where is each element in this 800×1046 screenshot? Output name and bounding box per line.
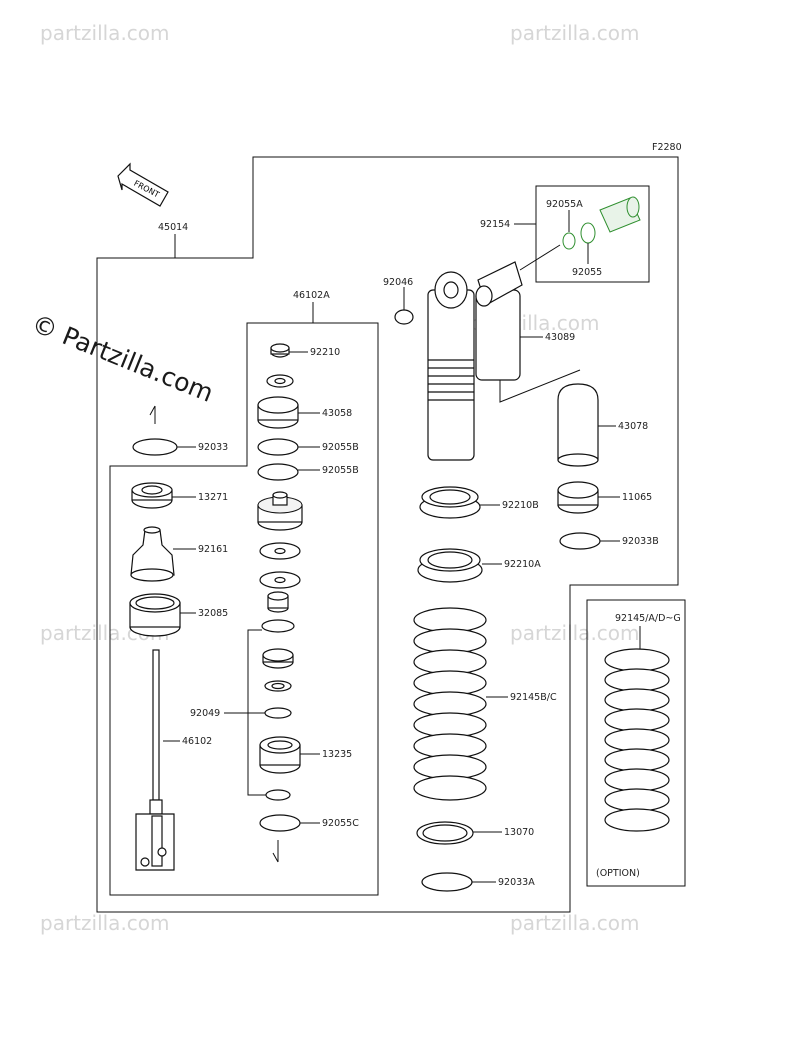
- bushing-13235: [259, 736, 301, 774]
- label-92145adg: 92145/A/D~G: [615, 613, 681, 624]
- o-ring-92055a: [562, 232, 576, 250]
- cap-32085: [129, 593, 181, 637]
- inset-box-92154: [535, 185, 650, 283]
- option-label: (OPTION): [596, 868, 640, 879]
- label-92055a: 92055A: [546, 199, 583, 210]
- circlip-92033b: [559, 532, 601, 550]
- label-92033: 92033: [198, 442, 228, 453]
- label-92033a: 92033A: [498, 877, 535, 888]
- nut-92210: [270, 343, 290, 358]
- ring-1: [261, 619, 295, 633]
- nut-92210a: [417, 548, 483, 583]
- label-32085: 32085: [198, 608, 228, 619]
- label-92046: 92046: [383, 277, 413, 288]
- circlip-92033: [132, 438, 178, 456]
- piston-assembly: [257, 491, 303, 531]
- label-13070: 13070: [504, 827, 534, 838]
- assembly-outline-46102a: [109, 322, 379, 896]
- label-92161: 92161: [198, 544, 228, 555]
- figure-code: F2280: [652, 142, 682, 153]
- watermark-text: partzilla.com: [510, 911, 640, 935]
- spring-92145bc: [413, 607, 487, 801]
- label-92210: 92210: [310, 347, 340, 358]
- label-92210a: 92210A: [504, 559, 541, 570]
- bump-rubber-92161: [130, 526, 175, 582]
- rod-46102: [135, 649, 175, 871]
- nut-92210b: [419, 486, 481, 519]
- watermark-text: partzilla.com: [510, 621, 640, 645]
- bushing-43058: [257, 396, 299, 429]
- label-11065: 11065: [622, 492, 652, 503]
- o-ring-92055b-2: [257, 463, 299, 481]
- label-92055b-1: 92055B: [322, 442, 359, 453]
- label-13235: 13235: [322, 749, 352, 760]
- label-92210b: 92210B: [502, 500, 539, 511]
- label-46102: 46102: [182, 736, 212, 747]
- o-ring-92055c: [259, 814, 301, 832]
- valve-92154: [599, 196, 641, 233]
- label-43078: 43078: [618, 421, 648, 432]
- seal-92049: [264, 707, 292, 719]
- assembly-outline-45014: [96, 156, 679, 913]
- o-ring-92055: [580, 222, 596, 244]
- label-92154: 92154: [480, 219, 510, 230]
- collar-1: [262, 648, 294, 669]
- cylinder-43089: [475, 261, 523, 381]
- bushing-92046: [394, 309, 414, 325]
- option-box: [586, 599, 686, 887]
- watermark-main: © Partzilla.com: [28, 309, 218, 408]
- label-92055: 92055: [572, 267, 602, 278]
- label-46102a: 46102A: [293, 290, 330, 301]
- washer-small: [265, 789, 291, 801]
- seal-13271: [131, 482, 173, 509]
- label-92033b: 92033B: [622, 536, 659, 547]
- label-92145bc: 92145B/C: [510, 692, 557, 703]
- o-ring-92055b-1: [257, 438, 299, 456]
- cap-11065: [557, 481, 599, 514]
- spring-92145adg: [604, 648, 670, 832]
- label-43089: 43089: [545, 332, 575, 343]
- watermark-text: partzilla.com: [40, 911, 170, 935]
- label-43058: 43058: [322, 408, 352, 419]
- label-92049: 92049: [190, 708, 220, 719]
- front-arrow-icon: FRONT: [117, 162, 169, 207]
- reservoir-body: [427, 271, 475, 461]
- bladder-43078: [557, 383, 599, 467]
- spring-small: [267, 591, 289, 613]
- watermark-text: partzilla.com: [40, 21, 170, 45]
- label-92055b-2: 92055B: [322, 465, 359, 476]
- circlip-92033a: [421, 872, 473, 892]
- label-92055c: 92055C: [322, 818, 359, 829]
- watermark-text: partzilla.com: [510, 21, 640, 45]
- label-45014: 45014: [158, 222, 188, 233]
- watermark-layer: partzilla.com partzilla.com partzilla.co…: [40, 21, 640, 935]
- label-13271: 13271: [198, 492, 228, 503]
